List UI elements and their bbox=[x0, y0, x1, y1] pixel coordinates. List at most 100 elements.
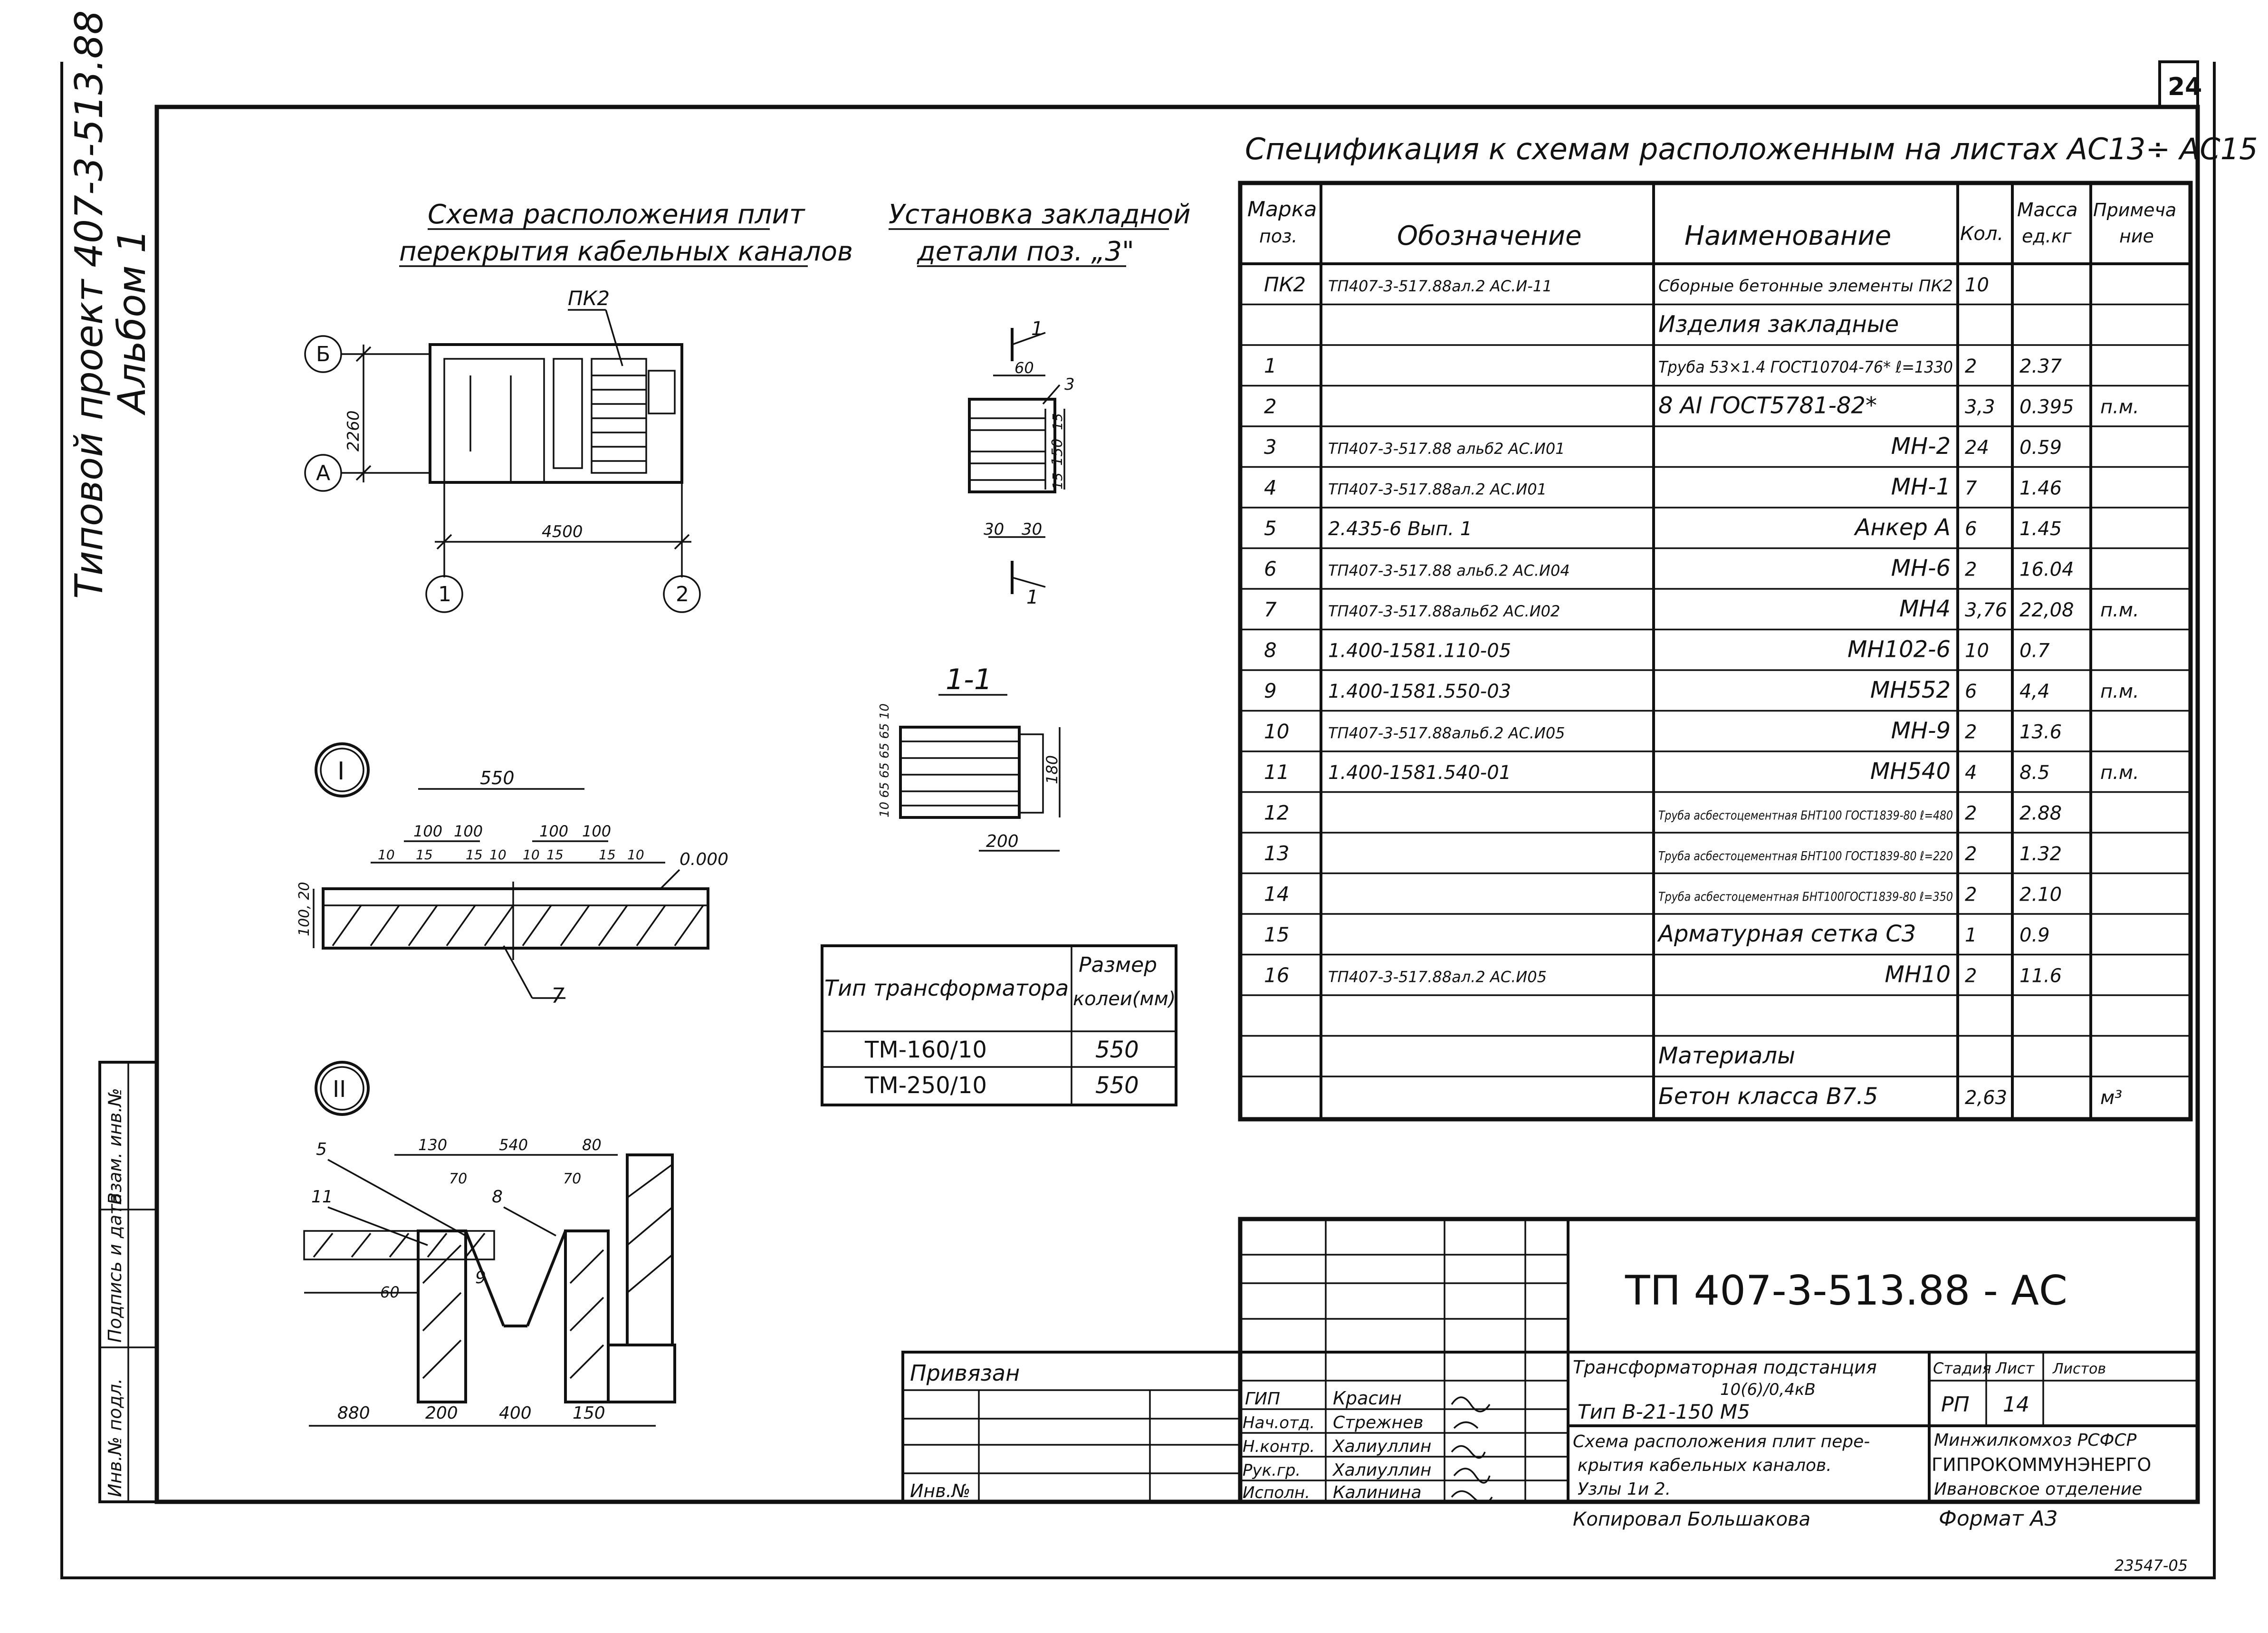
spec-cell-qty: 2 bbox=[1965, 884, 1977, 906]
spec-cell-qty: 2 bbox=[1965, 843, 1977, 865]
spec-cell-pos: 2 bbox=[1264, 395, 1277, 418]
tt-row1-size: 550 bbox=[1095, 1037, 1139, 1063]
node1-d10d: 10 bbox=[627, 847, 644, 863]
tb-role-1: ГИП bbox=[1245, 1389, 1280, 1409]
spec-cell-designation: 1.400-1581.550-03 bbox=[1328, 681, 1511, 702]
spec-hdr-mass-2: ед.кг bbox=[2022, 226, 2072, 247]
spec-cell-designation: 1.400-1581.110-05 bbox=[1328, 640, 1511, 662]
spec-cell-mass: 0.395 bbox=[2019, 396, 2074, 418]
spec-cell-pos: 4 bbox=[1264, 476, 1277, 500]
spec-cell-note: п.м. bbox=[2100, 762, 2139, 784]
spec-cell-designation: ТП407-3-517.88альб2 АС.И02 bbox=[1328, 602, 1560, 620]
spec-cell-designation: 1.400-1581.540-01 bbox=[1328, 762, 1511, 784]
spec-cell-mass: 2.88 bbox=[2019, 803, 2062, 825]
node2-b200: 200 bbox=[425, 1403, 458, 1423]
node2-b400: 400 bbox=[499, 1403, 532, 1423]
spec-cell-qty: 1 bbox=[1965, 924, 1977, 946]
tb-name-4: Халиуллин bbox=[1332, 1460, 1431, 1480]
scheme-pk-label: ПК2 bbox=[568, 287, 610, 310]
embed-d60: 60 bbox=[1014, 359, 1034, 377]
spec-cell-mass: 1.45 bbox=[2019, 518, 2062, 540]
node1-callout-7: 7 bbox=[551, 984, 565, 1008]
spec-cell-qty: 2 bbox=[1965, 803, 1977, 825]
spec-cell-mass: 0.59 bbox=[2019, 437, 2062, 459]
tb-code: ТП 407-3-513.88 - АС bbox=[1625, 1267, 2067, 1315]
spec-table bbox=[1238, 181, 2193, 1122]
embed-mark-1-top: 1 bbox=[1031, 318, 1043, 340]
spec-title: Спецификация к схемам расположенным на л… bbox=[1245, 132, 2258, 166]
node1-d550: 550 bbox=[480, 768, 515, 788]
node1-elevation: 0.000 bbox=[679, 850, 728, 869]
transformer-table: Тип трансформатора Размер колеи(мм) ТМ-1… bbox=[821, 944, 1177, 1106]
tb-role-2: Нач.отд. bbox=[1243, 1413, 1315, 1432]
node2-d80: 80 bbox=[582, 1136, 602, 1154]
tb-role-4: Рук.гр. bbox=[1243, 1461, 1301, 1480]
node-2-marker bbox=[315, 1061, 370, 1116]
spec-header: Марка поз. Обозначение Наименование Кол.… bbox=[1247, 197, 2176, 251]
spec-cell-qty: 2 bbox=[1965, 965, 1977, 987]
spec-cell-name: Материалы bbox=[1658, 1043, 1795, 1069]
spec-cell-pos: 12 bbox=[1264, 801, 1289, 825]
spec-cell-designation: ТП407-3-517.88ал.2 АС.И05 bbox=[1328, 968, 1547, 986]
spec-cell-mass: 2.10 bbox=[2019, 884, 2062, 906]
spec-cell-name: МН552 bbox=[1870, 677, 1951, 703]
spec-cell-designation: ТП407-3-517.88ал.2 АС.И-11 bbox=[1328, 277, 1552, 295]
tb-name-1: Красин bbox=[1333, 1388, 1402, 1409]
tb-stage-label: Стадия bbox=[1933, 1359, 1991, 1377]
spec-hdr-note-2: ние bbox=[2119, 226, 2154, 247]
spec-cell-name: Труба асбестоцементная БНТ100ГОСТ1839-80… bbox=[1658, 890, 1953, 904]
spec-cell-name: Анкер А bbox=[1854, 514, 1951, 541]
spec-cell-designation: ТП407-3-517.88ал.2 АС.И01 bbox=[1328, 480, 1547, 499]
node1-d15a: 15 bbox=[416, 847, 433, 863]
title-block: ТП 407-3-513.88 - АС Привязан Инв.№ ГИП … bbox=[901, 1217, 2200, 1575]
spec-cell-mass: 22,08 bbox=[2019, 599, 2074, 621]
spec-cell-name: Бетон класса В7.5 bbox=[1658, 1083, 1878, 1110]
node2-d130: 130 bbox=[418, 1136, 447, 1154]
layout-scheme: Схема расположения плит перекрытия кабел… bbox=[304, 199, 853, 613]
spec-cell-note: п.м. bbox=[2100, 599, 2139, 621]
spec-cell-pos: 15 bbox=[1264, 923, 1289, 946]
tb-role-5: Исполн. bbox=[1243, 1483, 1310, 1502]
spec-cell-name: МН-6 bbox=[1891, 555, 1951, 582]
spec-cell-designation: ТП407-3-517.88альб.2 АС.И05 bbox=[1328, 724, 1565, 742]
sheet-number: 24 bbox=[2168, 73, 2202, 101]
spec-cell-note: п.м. bbox=[2100, 396, 2139, 418]
spec-cell-mass: 16.04 bbox=[2019, 559, 2074, 581]
spec-cell-name: МН102-6 bbox=[1847, 636, 1951, 663]
node1-d10a: 10 bbox=[378, 847, 395, 863]
spec-cell-qty: 6 bbox=[1965, 518, 1977, 540]
spec-cell-pos: 9 bbox=[1264, 679, 1277, 702]
node1-d10b: 10 bbox=[489, 847, 507, 863]
embed-d200: 200 bbox=[986, 832, 1019, 851]
spec-cell-name: Изделия закладные bbox=[1658, 311, 1899, 338]
stamp-signature-date: Подпись и дата bbox=[105, 1193, 125, 1343]
node1-d10c: 10 bbox=[523, 847, 540, 863]
tb-format: Формат А3 bbox=[1939, 1507, 2058, 1531]
spec-cell-pos: 10 bbox=[1264, 720, 1289, 743]
tb-privyazan: Привязан bbox=[910, 1360, 1020, 1386]
spec-cell-qty: 3,3 bbox=[1965, 396, 1995, 418]
spec-hdr-designation: Обозначение bbox=[1397, 221, 1582, 251]
tb-sheet: 14 bbox=[2003, 1393, 2029, 1417]
tt-row2-type: ТМ-250/10 bbox=[864, 1072, 987, 1099]
spec-cell-qty: 6 bbox=[1965, 681, 1977, 702]
tb-stage: РП bbox=[1941, 1393, 1970, 1417]
spec-hdr-name: Наименование bbox=[1684, 221, 1891, 251]
node1-dim-left: 100, 20 bbox=[296, 882, 313, 936]
embed-d30b: 30 bbox=[1022, 520, 1042, 539]
embed-d3: 3 bbox=[1064, 375, 1075, 394]
spec-cell-qty: 10 bbox=[1965, 274, 1989, 296]
axis-b-label: Б bbox=[316, 342, 330, 366]
node1-d100b: 100 bbox=[454, 822, 483, 840]
side-label: Типовой проект 407-3-513.88 Альбом 1 bbox=[67, 10, 154, 599]
spec-cell-pos: 8 bbox=[1264, 639, 1277, 662]
spec-cell-name: Труба 53×1.4 ГОСТ10704-76* ℓ=1330 bbox=[1658, 358, 1953, 377]
spec-cell-designation: ТП407-3-517.88 альб.2 АС.И04 bbox=[1328, 562, 1570, 580]
spec-cell-name: Сборные бетонные элементы ПК2 bbox=[1658, 277, 1953, 296]
spec-cell-pos: 14 bbox=[1264, 883, 1289, 906]
spec-cell-mass: 4,4 bbox=[2019, 681, 2050, 702]
spec-cell-qty: 2 bbox=[1965, 559, 1977, 581]
spec-cell-mass: 0.9 bbox=[2019, 924, 2050, 946]
